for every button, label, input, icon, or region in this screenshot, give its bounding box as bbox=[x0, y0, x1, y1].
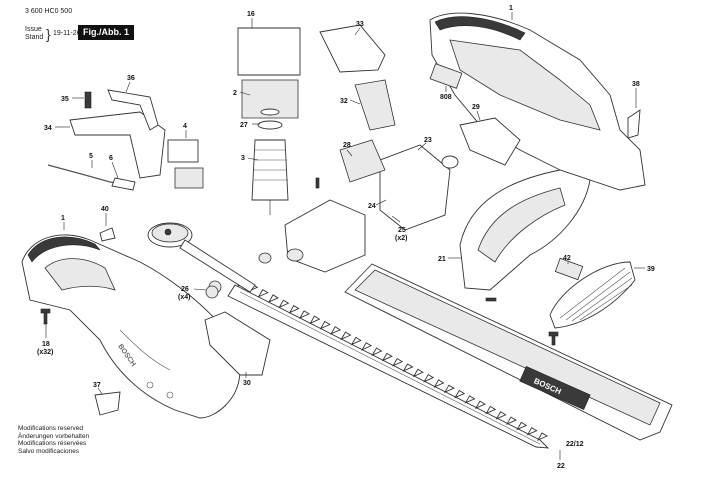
blade-tooth bbox=[536, 432, 548, 441]
blade-tooth bbox=[340, 331, 352, 341]
blade-tooth bbox=[298, 310, 311, 319]
blade-tooth bbox=[505, 416, 517, 426]
figure-label: Fig./Abb. 1 bbox=[78, 25, 134, 40]
issue-label-line1: Issue bbox=[25, 26, 42, 33]
callout-27: 27 bbox=[240, 122, 248, 129]
callout-40: 40 bbox=[101, 206, 109, 213]
lower-gear-housing bbox=[258, 199, 366, 273]
blade-tooth bbox=[330, 326, 342, 335]
callout-33: 33 bbox=[356, 21, 364, 28]
blade-tooth bbox=[433, 379, 445, 388]
callout-36: 36 bbox=[127, 75, 135, 82]
callout-34: 34 bbox=[44, 125, 52, 132]
issue-brace: } bbox=[46, 26, 51, 42]
blade-tooth bbox=[412, 368, 424, 378]
blade-tooth bbox=[495, 411, 507, 420]
callouts: 1 1 2 3 4 5 6 16 18 (x32) 21 22 22/12 23… bbox=[37, 5, 655, 470]
issue-label: Issue Stand bbox=[25, 26, 43, 42]
callout-3: 3 bbox=[241, 155, 245, 162]
callout-18-quantity: (x32) bbox=[37, 349, 53, 356]
blade-tooth bbox=[350, 336, 362, 346]
callout-38: 38 bbox=[632, 81, 640, 88]
callout-32: 32 bbox=[340, 98, 348, 105]
callout-26-quantity: (x4) bbox=[178, 294, 190, 301]
blade-tooth bbox=[485, 405, 497, 415]
frame-32-33 bbox=[319, 24, 396, 131]
right-housing-1 bbox=[429, 12, 646, 191]
blade-tooth bbox=[526, 427, 538, 436]
callout-26: 26 bbox=[181, 286, 189, 293]
document-number: 3 600 HC0 500 bbox=[25, 8, 73, 15]
callout-16: 16 bbox=[247, 11, 255, 18]
issue-label-line2: Stand bbox=[25, 34, 44, 41]
callout-6: 6 bbox=[109, 155, 113, 162]
callout-25: 25 bbox=[398, 227, 406, 234]
callout-28: 28 bbox=[343, 142, 351, 149]
footer-line: Salvo modificaciones bbox=[18, 447, 80, 455]
blade-tooth bbox=[464, 395, 476, 404]
callout-37: 37 bbox=[93, 382, 101, 389]
callout-42: 42 bbox=[563, 255, 571, 262]
screw-25 bbox=[315, 177, 559, 346]
blade-tooth bbox=[516, 421, 528, 431]
callout-22-12: 22/12 bbox=[566, 441, 584, 448]
screw-18 bbox=[40, 308, 51, 325]
callout-35: 35 bbox=[61, 96, 69, 103]
footer-line: Änderungen vorbehalten bbox=[18, 432, 90, 440]
callout-30: 30 bbox=[243, 380, 251, 387]
guard-30 bbox=[204, 311, 271, 376]
cover-21 bbox=[459, 169, 591, 291]
blade-tooth bbox=[319, 320, 331, 330]
callout-22: 22 bbox=[557, 463, 565, 470]
callout-5: 5 bbox=[89, 153, 93, 160]
blade-tooth bbox=[267, 294, 280, 303]
callout-39: 39 bbox=[647, 266, 655, 273]
small-parts bbox=[84, 63, 641, 416]
footer-line: Modifications réservées bbox=[18, 440, 87, 448]
blade-tooth bbox=[288, 304, 300, 314]
blade-tooth bbox=[443, 384, 455, 394]
gear-housing-23 bbox=[339, 139, 459, 231]
blade-tooth bbox=[278, 299, 290, 309]
switch-4 bbox=[167, 139, 204, 189]
blade-tooth bbox=[454, 389, 466, 399]
blade-tooth bbox=[423, 373, 435, 383]
blade-tooth bbox=[392, 358, 404, 367]
cable-5-6 bbox=[47, 164, 136, 191]
callout-25-quantity: (x2) bbox=[395, 235, 407, 242]
callout-4: 4 bbox=[183, 123, 187, 130]
blade-tooth bbox=[381, 352, 393, 362]
issue-date: 19-11-26 bbox=[53, 30, 81, 37]
callout-808: 808 bbox=[440, 94, 452, 101]
callout-1-right: 1 bbox=[509, 5, 513, 12]
callout-1-left: 1 bbox=[61, 215, 65, 222]
callout-24: 24 bbox=[368, 203, 376, 210]
motor-assembly bbox=[237, 27, 301, 215]
blade-tooth bbox=[474, 400, 486, 410]
footer-line: Modifications reserved bbox=[18, 425, 84, 432]
callout-29: 29 bbox=[472, 104, 480, 111]
blade-tooth bbox=[309, 315, 321, 325]
guard-29 bbox=[459, 117, 521, 166]
blade-tooth bbox=[361, 342, 373, 351]
callout-23: 23 bbox=[424, 137, 432, 144]
callout-2: 2 bbox=[233, 90, 237, 97]
blade-guard-22: BOSCH bbox=[344, 263, 673, 441]
trigger-34 bbox=[69, 89, 166, 179]
blade-tooth bbox=[402, 363, 414, 372]
blade-tooth bbox=[371, 347, 383, 357]
footer-notes: Modifications reserved Änderungen vorbeh… bbox=[18, 425, 89, 455]
vent-grille-39 bbox=[549, 261, 636, 329]
blade-tooth bbox=[257, 288, 269, 298]
callout-18: 18 bbox=[42, 341, 50, 348]
callout-21: 21 bbox=[438, 256, 446, 263]
